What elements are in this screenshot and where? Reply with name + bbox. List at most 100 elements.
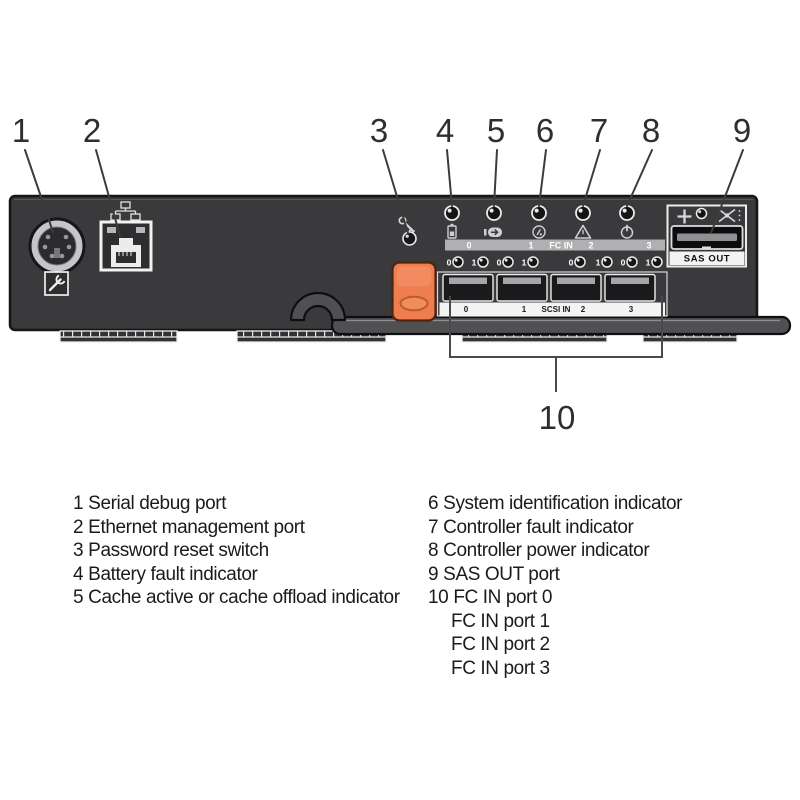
legend-item-number: 7 (428, 516, 439, 538)
fc-led-label: 1 (472, 258, 477, 268)
callout-1: 1 (12, 112, 30, 149)
fc-in-bar (445, 239, 665, 251)
legend-item-number: 5 (73, 587, 84, 608)
legend-item-text: Battery fault indicator (88, 563, 258, 585)
legend-item-number: 9 (428, 563, 439, 585)
legend-item-text: FC IN port 3 (451, 657, 550, 679)
controller-power-led (619, 205, 635, 221)
legend-item-text: System identification indicator (443, 493, 683, 514)
legend-item-number: 3 (73, 540, 84, 561)
strip-port2-label: 2 (581, 305, 586, 314)
ethernet-management-port (99, 220, 153, 272)
controller-fault-led (575, 205, 591, 221)
leader-lines (24, 149, 744, 237)
sas-out-label: SAS OUT (684, 254, 730, 265)
callout-5: 5 (487, 112, 505, 149)
legend-item-number: 10 (428, 587, 449, 608)
sas-out-port: SAS OUT (666, 204, 747, 268)
fc-led-label: 1 (596, 258, 601, 268)
system-id-icon (532, 225, 546, 239)
fc-led-label: 0 (569, 258, 574, 268)
serial-debug-port (28, 217, 86, 275)
legend-item-number: 1 (73, 493, 84, 514)
legend-item: FC IN port 3 (428, 657, 682, 681)
system-id-led (531, 205, 547, 221)
wrench-icon (44, 271, 69, 296)
fc-led-label: 1 (646, 258, 651, 268)
fault-icon (574, 224, 592, 239)
controller-rear-diagram: 0 1 FC IN 2 3 0 1 0 1 0 1 0 1 (8, 112, 792, 436)
fc-in-port-2 (550, 273, 602, 302)
legend-item-number: 2 (73, 516, 84, 538)
strip-port1-label: 1 (522, 305, 527, 314)
legend-item-text: Ethernet management port (88, 516, 305, 538)
handle-loop (289, 291, 347, 322)
fc-port-label-strip (439, 302, 665, 316)
callout-2: 2 (83, 112, 101, 149)
sas-port-type-icon (718, 208, 741, 223)
legend-item-text: Controller power indicator (443, 540, 650, 561)
fc-bar-port1-label: 1 (528, 241, 533, 251)
fc-in-label: FC IN (549, 241, 573, 251)
strip-port3-label: 3 (629, 305, 634, 314)
legend-item-text: Serial debug port (88, 493, 227, 514)
legend-item-text: FC IN port 0 (453, 587, 553, 608)
cache-icon (484, 227, 502, 237)
legend-item-text: Controller fault indicator (443, 516, 634, 538)
strip-port0-label: 0 (464, 305, 469, 314)
fc-led-label: 0 (497, 258, 502, 268)
legend-item-text: SAS OUT port (443, 563, 560, 585)
callout-10-bracket (449, 296, 663, 392)
ethernet-led-left (107, 227, 116, 233)
legend-item-text: FC IN port 2 (451, 634, 550, 655)
legend-item-number: 8 (428, 540, 439, 561)
password-reset-switch (402, 231, 417, 246)
fc-led-label: 0 (621, 258, 626, 268)
fc-in-port-0 (442, 273, 494, 302)
battery-fault-led (444, 205, 460, 221)
legend-item: FC IN port 2 (428, 633, 682, 657)
fc-link-led-row: 0 1 0 1 0 1 0 1 (447, 256, 663, 268)
legend-item-text: FC IN port 1 (451, 610, 550, 632)
fc-led-label: 0 (447, 258, 452, 268)
fc-bar-port3-label: 3 (646, 241, 651, 251)
callout-10: 10 (539, 399, 576, 436)
sas-plus-icon (677, 209, 692, 224)
callout-8: 8 (642, 112, 660, 149)
sas-activity-led (695, 207, 708, 220)
fc-led-label: 1 (522, 258, 527, 268)
callout-9: 9 (733, 112, 751, 149)
fc-in-port-1 (496, 273, 548, 302)
cache-led (486, 205, 502, 221)
strip-label: SCSI IN (542, 305, 571, 314)
battery-icon (447, 223, 457, 239)
legend-item-number: 6 (428, 493, 439, 514)
legend-item-text: Cache active or cache offload indicator (88, 587, 400, 608)
controller-release-latch (391, 261, 437, 322)
callout-7: 7 (590, 112, 608, 149)
callout-6: 6 (536, 112, 554, 149)
power-icon (620, 224, 634, 239)
ps2-pins (42, 234, 72, 259)
sas-out-label-plate (669, 251, 745, 265)
callout-3: 3 (370, 112, 388, 149)
fc-bar-port2-label: 2 (588, 241, 593, 251)
fc-in-port-3 (604, 273, 656, 302)
ethernet-led-right (136, 227, 145, 233)
legend-item-text: Password reset switch (88, 540, 269, 561)
legend-item: FC IN port 1 (428, 610, 682, 634)
legend-item-number: 4 (73, 563, 84, 585)
ps2-key-slot (54, 248, 60, 258)
release-handle-bar (330, 315, 792, 336)
